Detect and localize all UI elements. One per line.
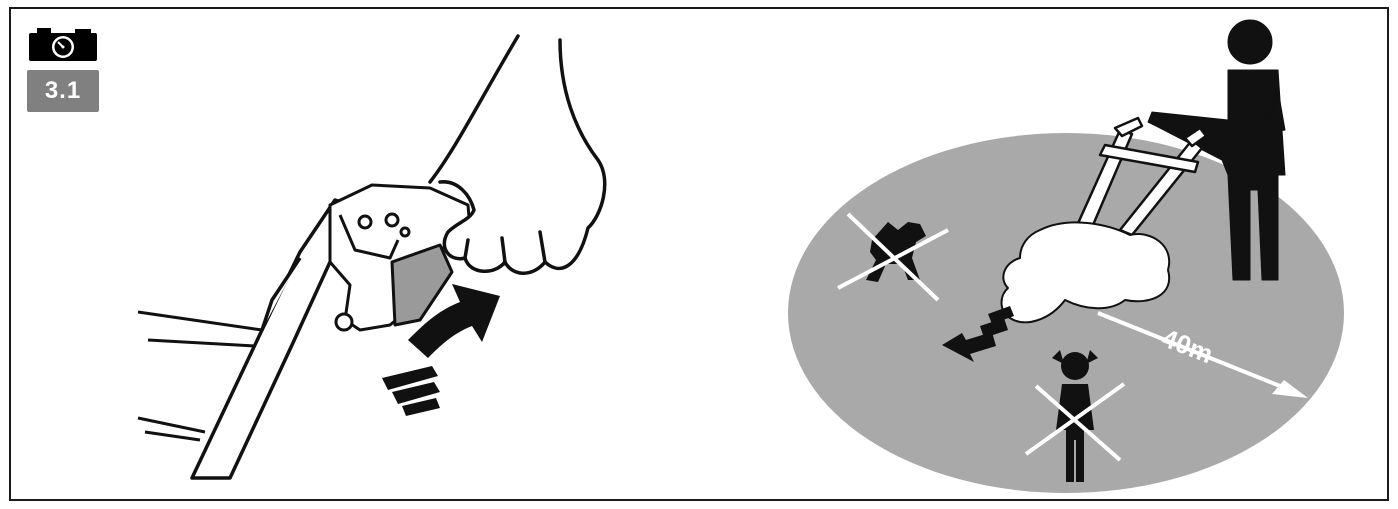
camera-icon	[29, 28, 97, 61]
distance-arrow-icon	[1097, 311, 1308, 398]
safety-zone	[788, 133, 1344, 493]
debris-thrown-arrow-icon	[942, 306, 1014, 362]
hand-gripping-handle-icon	[428, 34, 607, 275]
mower-deck-lines	[137, 310, 263, 442]
child-prohibited-icon	[1024, 350, 1126, 482]
lever-mechanism	[328, 183, 472, 332]
lever-pull-arrow-icon	[382, 284, 500, 416]
mower-body	[1000, 221, 1171, 324]
step-number-badge: 3.1	[27, 70, 99, 112]
mower-handle	[1073, 116, 1208, 237]
dog-prohibited-icon	[837, 212, 949, 302]
person-pushing-mower-icon	[1147, 19, 1286, 281]
